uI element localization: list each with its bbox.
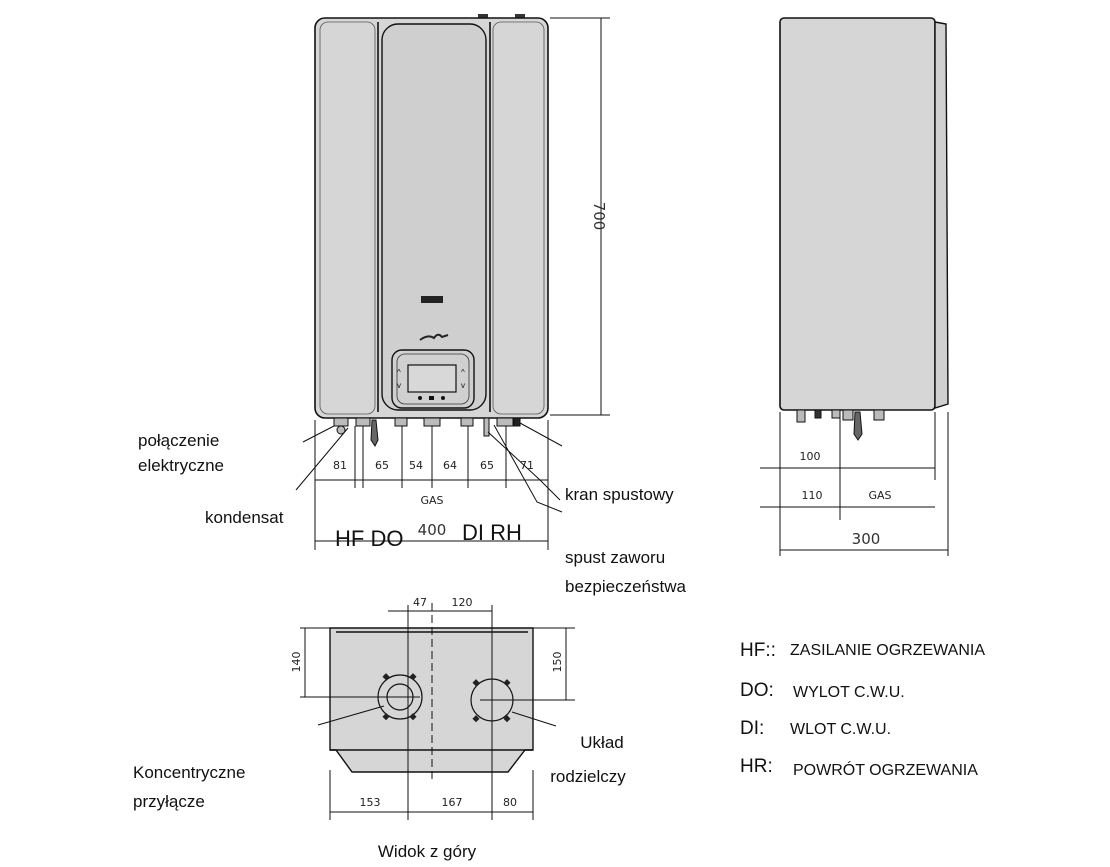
pipe-fittings — [333, 417, 521, 447]
left-connection-codes: HF DO — [335, 526, 403, 551]
callout-safety-valve: bezpieczeństwa — [565, 577, 687, 596]
top-view: 47 120 140 150 153 167 80 Widok z góry — [290, 596, 575, 861]
gas-label: GAS — [420, 494, 443, 507]
top-view-caption: Widok z góry — [378, 842, 477, 861]
spacing-dimension: 81 — [333, 459, 347, 472]
callout-condensate: kondensat — [205, 508, 284, 527]
side-dimension-110: 110 — [802, 489, 823, 502]
top-dimension-150: 150 — [551, 652, 564, 673]
callout-concentric: przyłącze — [133, 792, 205, 811]
legend-text: WLOT C.W.U. — [790, 721, 891, 738]
side-fittings — [796, 409, 885, 441]
boiler-body-side — [779, 17, 936, 411]
legend-code: HR: — [740, 756, 773, 777]
legend-code: DI: — [740, 718, 764, 739]
legend-text: ZASILANIE OGRZEWANIA — [790, 642, 985, 659]
front-view: ^ v ^ v 700 81 65 54 64 65 71 — [295, 14, 610, 551]
control-panel: ^ v ^ v — [391, 349, 475, 409]
signature-logo — [419, 333, 449, 341]
front-center-panel — [381, 23, 487, 411]
up-arrow-icon: ^ — [461, 368, 465, 377]
top-dimension-140: 140 — [290, 652, 303, 673]
callout-split: rodzielczy — [550, 767, 626, 786]
down-arrow-icon: v — [461, 381, 465, 390]
brand-logo — [421, 296, 443, 303]
legend-text: POWRÓT OGRZEWANIA — [793, 760, 978, 779]
bottom-dimension-153: 153 — [360, 796, 381, 809]
legend-code: DO: — [740, 680, 774, 701]
callout-safety-valve: spust zaworu — [565, 548, 665, 567]
legend-code: HF:: — [740, 640, 776, 661]
height-dimension: 700 — [590, 202, 608, 231]
side-view: 100 110 GAS 300 — [760, 17, 949, 556]
bottom-dimension-80: 80 — [503, 796, 517, 809]
side-gas-label: GAS — [868, 489, 891, 502]
spacing-dimension: 71 — [520, 459, 534, 472]
top-dimension-47: 47 — [413, 596, 427, 609]
callout-drain-tap: kran spustowy — [565, 485, 674, 504]
callout-split: Układ — [580, 733, 623, 752]
side-dimension-100: 100 — [800, 450, 821, 463]
legend-text: WYLOT C.W.U. — [793, 684, 905, 701]
spacing-dimension: 64 — [443, 459, 457, 472]
callout-electrical: elektryczne — [138, 456, 224, 475]
callout-electrical: połączenie — [138, 431, 219, 450]
spacing-dimension: 54 — [409, 459, 423, 472]
right-connection-codes: DI RH — [462, 520, 522, 545]
callouts: połączenie elektryczne kondensat kran sp… — [133, 431, 687, 811]
top-dimension-120: 120 — [452, 596, 473, 609]
down-arrow-icon: v — [397, 381, 401, 390]
spacing-dimension: 65 — [375, 459, 389, 472]
callout-concentric: Koncentryczne — [133, 763, 245, 782]
up-arrow-icon: ^ — [397, 368, 401, 377]
spacing-dimension: 65 — [480, 459, 494, 472]
depth-dimension: 300 — [852, 530, 881, 548]
width-dimension: 400 — [418, 521, 447, 539]
display-screen — [407, 364, 457, 393]
bottom-dimension-167: 167 — [442, 796, 463, 809]
legend: HF:: ZASILANIE OGRZEWANIA DO: WYLOT C.W.… — [740, 640, 985, 779]
